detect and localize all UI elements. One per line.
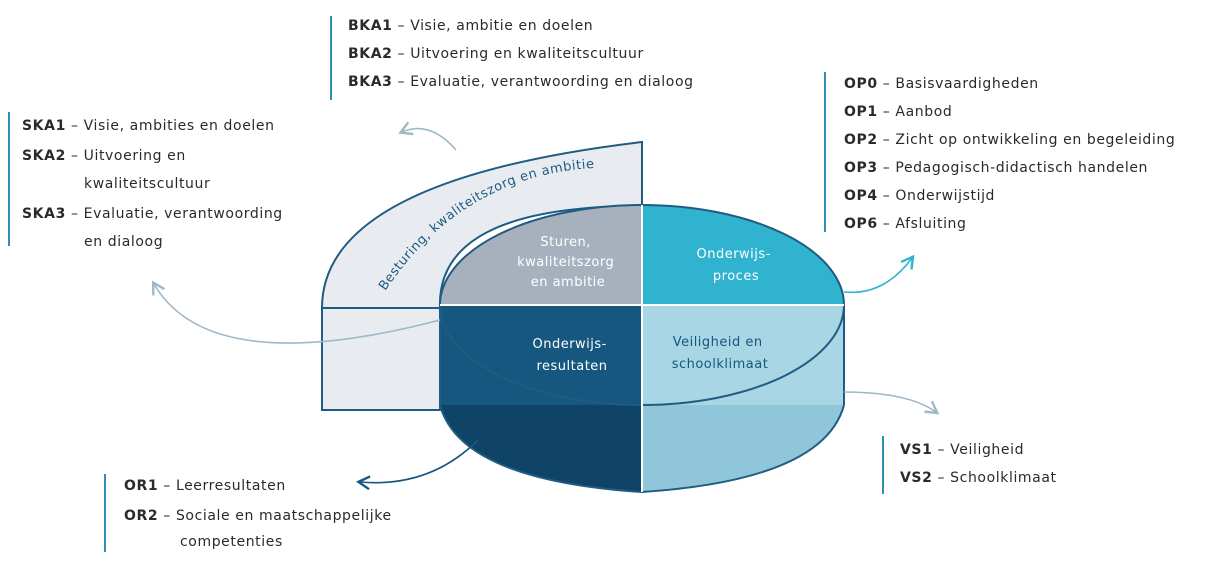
- bka-block: BKA1 – Visie, ambitie en doelen BKA2 – U…: [330, 16, 750, 100]
- arrow-to-vs: [843, 391, 940, 415]
- label-sturen: Sturen, kwaliteitszorg en ambitie: [517, 235, 619, 290]
- op-item: OP3 – Pedagogisch-didactisch handelen: [844, 160, 1149, 176]
- besturing-band-top: [320, 140, 643, 309]
- bka-item: BKA2 – Uitvoering en kwaliteitscultuur: [348, 46, 644, 62]
- ska-item: SKA2 – Uitvoering en: [22, 148, 186, 164]
- or-item-continuation: competenties: [180, 534, 283, 550]
- vs-item: VS2 – Schoolklimaat: [900, 470, 1057, 486]
- segment-veiligheid[interactable]: [642, 305, 844, 405]
- segment-onderwijsresultaten[interactable]: [440, 305, 642, 405]
- op-block: OP0 – Basisvaardigheden OP1 – Aanbod OP2…: [824, 72, 1212, 236]
- ska-block: SKA1 – Visie, ambities en doelen SKA2 – …: [8, 112, 328, 252]
- op-item: OP6 – Afsluiting: [844, 216, 967, 232]
- op-item: OP1 – Aanbod: [844, 104, 953, 120]
- arrow-to-op: [843, 254, 915, 294]
- arrow-to-ska: [151, 280, 441, 344]
- label-veiligheid: Veiligheid en schoolklimaat: [672, 335, 769, 372]
- or-item: OR1 – Leerresultaten: [124, 478, 286, 494]
- vs-item: VS1 – Veiligheid: [900, 442, 1025, 458]
- arrow-to-bka: [398, 121, 457, 151]
- ska-item: SKA1 – Visie, ambities en doelen: [22, 118, 275, 134]
- op-item: OP0 – Basisvaardigheden: [844, 76, 1039, 92]
- segment-onderwijsproces[interactable]: [642, 205, 844, 305]
- op-item: OP4 – Onderwijstijd: [844, 188, 996, 204]
- or-block: OR1 – Leerresultaten OR2 – Sociale en ma…: [104, 474, 424, 554]
- op-item: OP2 – Zicht op ontwikkeling en begeleidi…: [844, 132, 1176, 148]
- besturing-band-wall: [321, 307, 441, 411]
- arrow-to-or: [355, 439, 479, 491]
- ska-item: SKA3 – Evaluatie, verantwoording: [22, 206, 283, 222]
- ska-item-continuation: kwaliteitscultuur: [84, 176, 211, 192]
- segment-sturen[interactable]: [440, 205, 642, 305]
- bka-item: BKA1 – Visie, ambitie en doelen: [348, 18, 594, 34]
- label-onderwijsresultaten: Onderwijs- resultaten: [532, 337, 611, 374]
- ska-item-continuation: en dialoog: [84, 234, 164, 250]
- label-onderwijsproces: Onderwijs- proces: [696, 247, 775, 284]
- or-item: OR2 – Sociale en maatschappelijke: [124, 508, 392, 524]
- bka-item: BKA3 – Evaluatie, verantwoording en dial…: [348, 74, 694, 90]
- vs-block: VS1 – Veiligheid VS2 – Schoolklimaat: [882, 436, 1102, 496]
